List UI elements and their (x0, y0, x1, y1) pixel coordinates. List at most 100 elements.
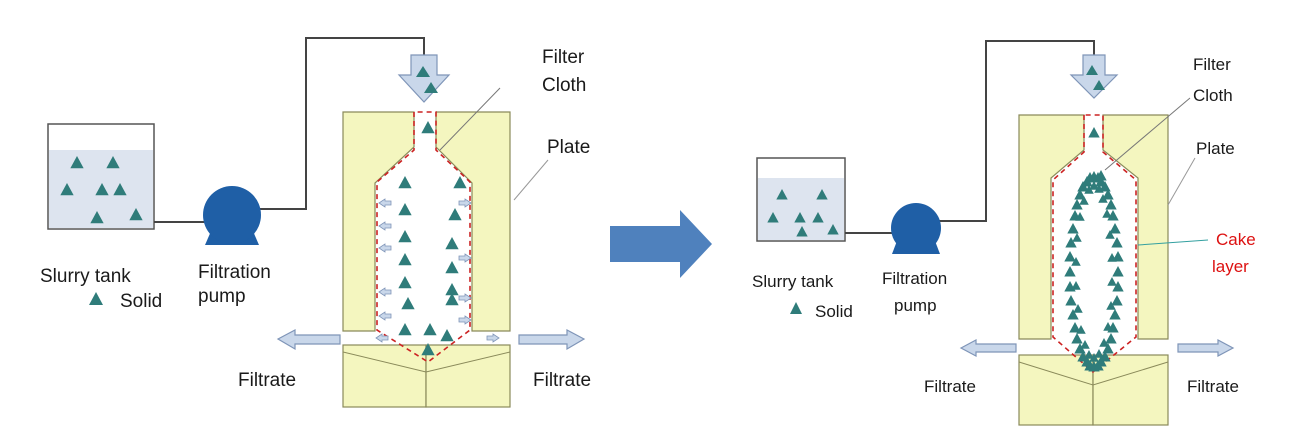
filtrate-flow-arrow-icon (378, 243, 392, 253)
cake-particle-icon (1102, 343, 1114, 354)
filtrate-left-arrow-icon (959, 339, 1017, 357)
filter-cloth-leader (439, 87, 501, 151)
filtrate-flow-arrow-icon (378, 198, 392, 208)
cake-particle-icon (1089, 181, 1099, 190)
filtrate-flow-arrow-icon (458, 293, 472, 303)
cake-particle-icon (1111, 295, 1123, 306)
cake-particle-icon (1069, 322, 1081, 333)
cake-particle-icon (1099, 181, 1111, 192)
filter-cloth-label-line1: Filter (542, 47, 585, 68)
solid-legend-label: Solid (815, 302, 853, 321)
feed-arrow-icon (1069, 54, 1119, 99)
solid-particle-icon (421, 343, 435, 356)
solid-particle-icon (445, 293, 459, 306)
cake-particle-icon (1107, 210, 1119, 221)
cake-particle-icon (1094, 349, 1104, 358)
feed-pipe-upper (256, 37, 425, 210)
cake-particle-icon (1076, 325, 1086, 334)
solid-particle-icon (796, 226, 808, 237)
pump-label-line2: pump (894, 296, 937, 315)
solid-particle-icon (401, 297, 415, 310)
filtrate-flow-arrow-icon (486, 333, 500, 343)
cake-particle-icon (1074, 189, 1086, 200)
cake-particle-icon (1099, 338, 1109, 347)
solid-particle-icon (113, 183, 127, 196)
pump-icon (891, 203, 941, 254)
filter-cloth-label-line2: Cloth (1193, 86, 1233, 105)
plate (342, 111, 511, 408)
slurry-tank-label: Slurry tank (752, 272, 834, 291)
pump-label-line2: pump (198, 286, 246, 307)
cake-particle-icon (1111, 237, 1123, 248)
filtrate-right-label: Filtrate (533, 370, 591, 391)
cake-particle-icon (1067, 309, 1079, 320)
cake-layer-label-line2: layer (1212, 257, 1249, 276)
filtrate-flow-arrow-icon (458, 198, 472, 208)
cake-particle-icon (1109, 309, 1121, 320)
cake-particle-icon (1102, 209, 1112, 218)
cake-particle-icon (1073, 304, 1083, 313)
cake-particle-icon (1071, 257, 1081, 266)
cake-particle-icon (1077, 351, 1089, 362)
cake-particle-icon (1109, 223, 1121, 234)
left-panel: Slurry tank Solid Filtration pump Filter… (40, 37, 591, 408)
solid-particle-icon (70, 156, 84, 169)
cake-particle-icon (1075, 212, 1085, 221)
solid-particle-icon (816, 189, 828, 200)
filtrate-flow-arrow-icon (458, 315, 472, 325)
solid-particle-icon (767, 212, 779, 223)
plate-label: Plate (547, 137, 590, 158)
tank-solids (767, 189, 839, 237)
filtrate-flow-arrow-icon (458, 253, 472, 263)
solid-particle-icon (90, 211, 104, 224)
solid-particle-icon (398, 176, 412, 189)
filter-cloth-label-line2: Cloth (542, 75, 586, 96)
filtrate-flow-arrow-icon (378, 287, 392, 297)
cake-particle-icon (1064, 266, 1076, 277)
cake-particle-icon (1112, 281, 1124, 292)
filter-cloth (1052, 114, 1137, 374)
cake-particle-icon (1074, 343, 1086, 354)
feed-pipe-upper (933, 40, 1095, 222)
filtrate-right-arrow-icon (518, 329, 586, 351)
solid-particle-icon (445, 283, 459, 296)
cake-particle-icon (1071, 199, 1083, 210)
cake-particle-icon (1107, 253, 1117, 262)
solid-particle-icon (794, 212, 806, 223)
slurry-tank (756, 157, 846, 242)
solid-particle-icon (776, 189, 788, 200)
solid-particle-icon (129, 208, 143, 221)
solid-particle-icon (445, 261, 459, 274)
filtrate-right-arrow-icon (1177, 339, 1235, 357)
cake-particle-icon (1103, 322, 1113, 331)
cake-particle-icon (1065, 295, 1077, 306)
slurry-tank-label: Slurry tank (40, 266, 131, 287)
solid-particle-icon (440, 329, 454, 342)
cake-particle-icon (1106, 301, 1116, 310)
solid-particle-icon (95, 183, 109, 196)
cake-particle-icon (1072, 233, 1082, 242)
solid-particle-icon (398, 253, 412, 266)
transition-arrow-icon (610, 210, 712, 278)
plate-leader (513, 159, 549, 201)
tank-solids (60, 156, 143, 224)
filtrate-left-arrow-icon (276, 329, 341, 351)
cake-particle-icon (1071, 281, 1081, 290)
cake-particle-icon (1098, 194, 1108, 203)
solid-particle-icon (398, 230, 412, 243)
plate (1018, 114, 1169, 426)
cake-particle-icon (1105, 333, 1117, 344)
filtrate-flow-arrows (375, 198, 500, 343)
filter-cloth-label-line1: Filter (1193, 55, 1231, 74)
plate-leader (1167, 157, 1196, 206)
cake-particle-icon (1102, 189, 1114, 200)
filtrate-left-label: Filtrate (238, 370, 296, 391)
filter-cloth (376, 111, 471, 363)
filtrate-flow-arrow-icon (378, 311, 392, 321)
solid-particle-icon (1088, 127, 1100, 138)
solid-particle-icon (812, 212, 824, 223)
solid-particle-icon (453, 176, 467, 189)
cake-particle-icon (1080, 340, 1090, 349)
